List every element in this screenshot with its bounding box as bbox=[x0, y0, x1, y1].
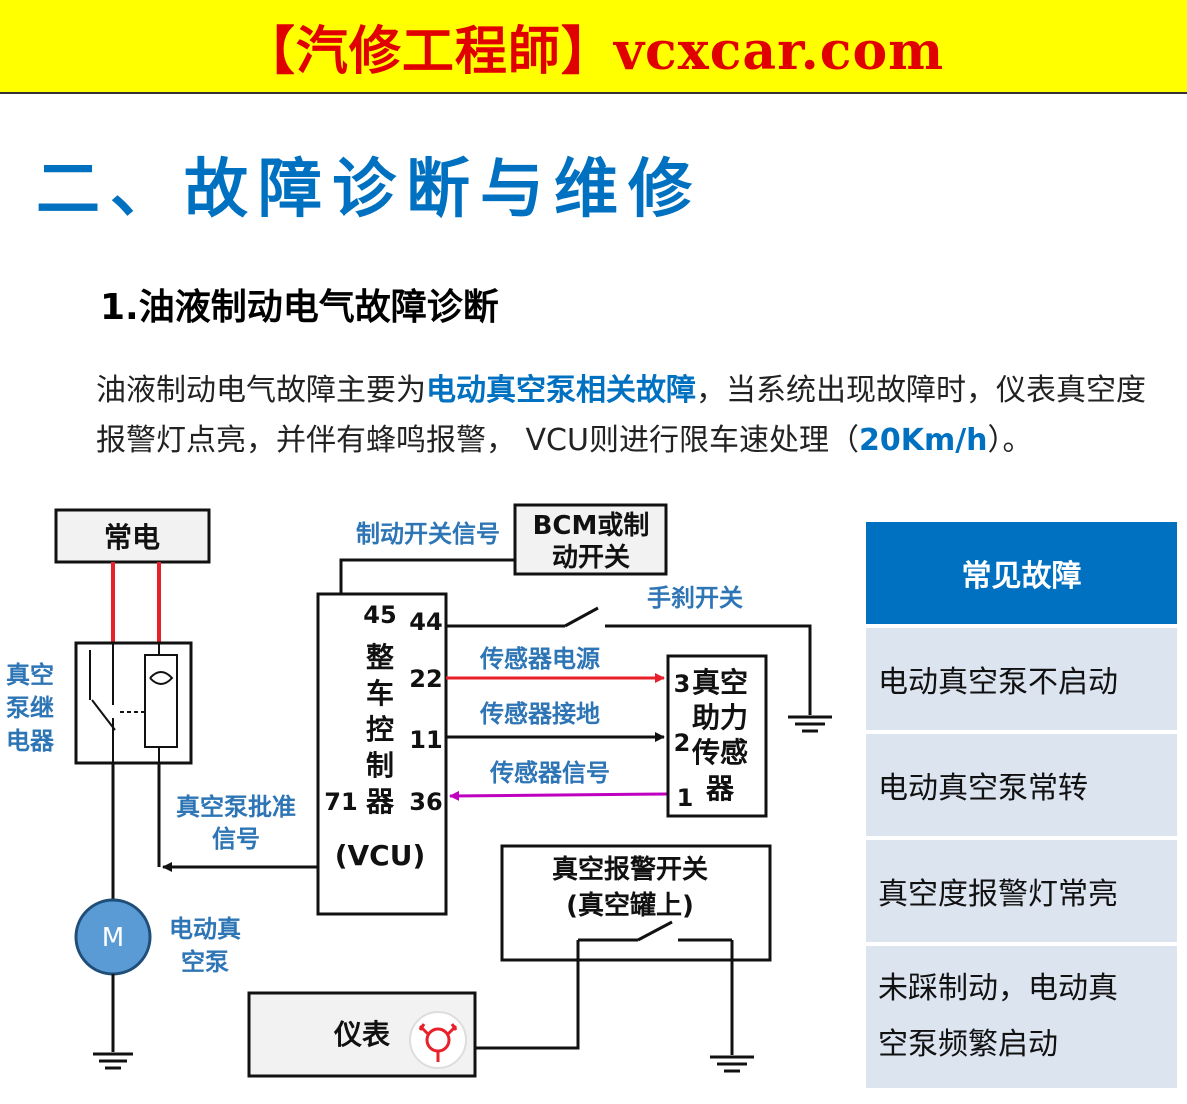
relay-label-1: 真空 bbox=[6, 661, 54, 689]
sensor-ground-label: 传感器接地 bbox=[479, 700, 600, 728]
pump-approve-label-2: 信号 bbox=[212, 825, 260, 853]
pump-approve-label-1: 真空泵批准 bbox=[176, 793, 296, 821]
power-box-label: 常电 bbox=[104, 521, 160, 554]
sub-title: 1.油液制动电气故障诊断 bbox=[100, 287, 499, 328]
bcm-box: BCM或制 动开关 bbox=[513, 503, 668, 576]
vcu-pin-71: 71 bbox=[324, 788, 357, 816]
sensor-line-1: 真空 bbox=[692, 666, 748, 699]
fault-item-4-line-2: 空泵频繁启动 bbox=[878, 1027, 1058, 1062]
sensor-pin-3: 3 bbox=[674, 670, 691, 698]
handbrake-label: 手刹开关 bbox=[647, 584, 743, 612]
vcu-pin-11: 11 bbox=[409, 726, 442, 754]
sensor-line-2: 助力 bbox=[692, 701, 748, 734]
faults-header: 常见故障 bbox=[866, 522, 1177, 624]
sensor-line-3: 传感 bbox=[691, 736, 748, 769]
alarm-switch-box: 真空报警开关 (真空罐上) bbox=[500, 844, 772, 962]
sensor-power-label: 传感器电源 bbox=[479, 645, 600, 673]
vcu-pin-36: 36 bbox=[409, 788, 442, 816]
ground-icon-alarm bbox=[710, 1055, 754, 1073]
vcu-char-2: 车 bbox=[366, 677, 394, 710]
motor-label-1: 电动真 bbox=[169, 915, 241, 943]
sensor-signal-label: 传感器信号 bbox=[489, 759, 610, 787]
vcu-abbr: (VCU) bbox=[335, 839, 426, 872]
fault-item: 电动真空泵不启动 bbox=[866, 628, 1177, 730]
sensor-box: 3 2 1 真空 助力 传感 器 bbox=[666, 654, 768, 818]
vcu-pin-22: 22 bbox=[409, 665, 442, 693]
vcu-pin-44: 44 bbox=[409, 608, 442, 636]
vcu-box: 45 44 22 11 36 71 整 车 控 制 器 (VCU) bbox=[316, 592, 448, 916]
para-highlight-2: 20Km/h bbox=[858, 423, 988, 458]
site-banner: 【汽修工程師】vcxcar.com bbox=[0, 0, 1187, 94]
instrument-box: 仪表 bbox=[247, 991, 477, 1078]
para-text-1: 油液制动电气故障主要为 bbox=[96, 373, 426, 408]
bcm-line-1: BCM或制 bbox=[533, 511, 650, 541]
vcu-char-3: 控 bbox=[366, 713, 394, 746]
fault-item-4-line-1: 未踩制动，电动真 bbox=[878, 971, 1118, 1006]
vcu-pin-45: 45 bbox=[363, 601, 396, 629]
ground-icon-motor bbox=[93, 1052, 133, 1070]
motor-label-2: 空泵 bbox=[181, 948, 229, 976]
common-faults-panel: 常见故障 电动真空泵不启动 电动真空泵常转 真空度报警灯常亮 未踩制动，电动真 … bbox=[866, 522, 1177, 1088]
ground-icon-handbrake bbox=[788, 715, 832, 733]
power-box: 常电 bbox=[54, 508, 211, 564]
handbrake-switch bbox=[564, 606, 599, 628]
section-title: 二、故障诊断与维修 bbox=[36, 153, 702, 227]
relay-label-3: 电器 bbox=[6, 727, 55, 755]
para-text-3: ）。 bbox=[987, 423, 1033, 458]
bcm-line-2: 动开关 bbox=[552, 543, 630, 573]
relay-label-2: 泵继 bbox=[6, 694, 54, 722]
fault-item: 真空度报警灯常亮 bbox=[866, 840, 1177, 942]
para-highlight-1: 电动真空泵相关故障 bbox=[426, 373, 696, 408]
brake-signal-wire bbox=[339, 558, 515, 594]
fault-item: 未踩制动，电动真 空泵频繁启动 bbox=[866, 946, 1177, 1088]
vcu-char-5: 器 bbox=[365, 785, 395, 818]
circuit-diagram: 常电 真空 泵继 电器 M 电动真 空泵 真空泵批准 信号 45 44 22 1… bbox=[6, 503, 832, 1078]
alarm-switch-contact bbox=[637, 920, 673, 942]
vcu-char-1: 整 bbox=[366, 641, 394, 674]
motor-symbol: M bbox=[102, 923, 124, 953]
vcu-char-4: 制 bbox=[366, 749, 394, 782]
sensor-pin-2: 2 bbox=[674, 729, 691, 757]
alarm-switch-line-2: (真空罐上) bbox=[566, 890, 694, 921]
alarm-switch-line-1: 真空报警开关 bbox=[552, 854, 708, 885]
banner-text: 【汽修工程師】vcxcar.com bbox=[242, 20, 945, 82]
para-text-2: ，当系统出现故障时，仪表真空度报警灯点亮，并伴有蜂鸣报警， VCU则进行限车速处… bbox=[96, 373, 1146, 458]
fault-item: 电动真空泵常转 bbox=[866, 734, 1177, 836]
brake-signal-label: 制动开关信号 bbox=[356, 520, 500, 548]
instrument-label: 仪表 bbox=[333, 1018, 390, 1051]
relay-box bbox=[74, 641, 193, 765]
description-paragraph: 油液制动电气故障主要为电动真空泵相关故障，当系统出现故障时，仪表真空度报警灯点亮… bbox=[96, 366, 1156, 466]
sensor-signal-arrow bbox=[449, 790, 669, 801]
sensor-pin-1: 1 bbox=[677, 784, 694, 812]
sensor-line-4: 器 bbox=[705, 772, 735, 805]
